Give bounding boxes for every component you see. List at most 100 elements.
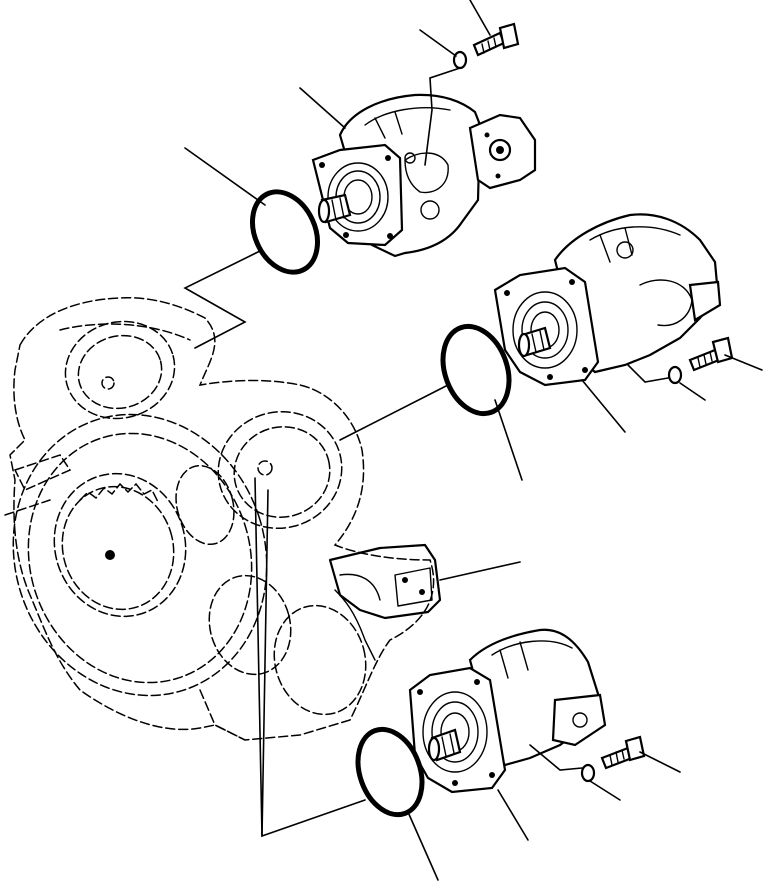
housing-top-edge	[59, 323, 191, 341]
pump-middle-rib-2	[599, 227, 633, 263]
main-housing	[4, 296, 435, 741]
pump-upper-shaft-splines	[331, 197, 345, 221]
valve-block-neck	[334, 589, 376, 661]
housing-flange-outer	[12, 413, 268, 697]
leader-o-ring-upper	[184, 147, 266, 206]
o-rings	[250, 189, 512, 818]
pump-upper-flange-bolt-1	[319, 162, 325, 168]
housing-outline	[9, 296, 435, 741]
alignment-middle	[627, 364, 669, 383]
pump-middle-boss	[616, 241, 634, 259]
alignment-lower	[529, 744, 583, 771]
pump-middle-shaft-splines	[531, 330, 545, 353]
pump-lower-rib-2	[499, 641, 529, 679]
pump-upper-flange-bolt-2	[385, 155, 391, 161]
pump-upper-ear-hole-a	[484, 132, 490, 138]
pump-middle-ear	[688, 280, 722, 322]
housing-gear-inner	[61, 485, 175, 611]
valve-block-face	[394, 567, 433, 607]
bolt-middle	[688, 336, 734, 372]
pump-middle-flange-bolt-4	[582, 367, 588, 373]
housing-base-edge	[199, 689, 246, 741]
alignment-upper	[424, 67, 461, 166]
alignment-lower-housing	[254, 477, 366, 838]
leader-pump-middle	[581, 379, 626, 433]
o-ring-upper	[250, 189, 320, 275]
pump-middle	[493, 213, 722, 387]
pump-lower-pilot-1	[422, 691, 488, 773]
housing-bore-upper-inner	[77, 334, 163, 410]
pump-upper-flange-bolt-4	[387, 233, 393, 239]
pump-lower-flange-bolt-4	[489, 772, 495, 778]
alignment-lower-housing-2	[261, 489, 269, 837]
pump-upper-side-port	[404, 152, 449, 194]
housing-bore-lower	[208, 574, 292, 676]
washer-middle	[667, 365, 683, 385]
leader-o-ring-middle	[494, 399, 523, 481]
valve-block-body	[328, 543, 442, 620]
alignment-middle-housing	[339, 384, 449, 441]
pump-upper-ear-hole-b	[495, 173, 501, 179]
pump-middle-flange-bolt-2	[569, 279, 575, 285]
bolt-lower	[600, 735, 646, 770]
pump-middle-flange-bolt-3	[547, 374, 553, 380]
housing-gear-teeth	[79, 482, 159, 503]
alignment-upper-housing	[183, 249, 263, 349]
pump-middle-flange-bolt-1	[504, 290, 510, 296]
pump-upper-pilot-1	[327, 162, 389, 232]
pump-middle-pilot-2	[521, 301, 569, 359]
pump-lower-flange-bolt-1	[417, 689, 423, 695]
leader-pump-upper	[299, 87, 346, 129]
housing-gear-outer	[53, 472, 187, 618]
pump-lower-ear-port	[572, 712, 588, 728]
housing-bore-lower-right	[273, 604, 367, 716]
leader-washer-upper	[419, 29, 457, 57]
leader-pump-lower	[497, 789, 529, 841]
mounted-valve-block	[328, 543, 442, 661]
pump-lower-flange-bolt-3	[452, 780, 458, 786]
pump-upper-side-boss	[420, 200, 440, 220]
pump-lower	[408, 628, 607, 794]
pump-lower-rib-1	[491, 640, 573, 656]
bolt-upper	[472, 22, 520, 57]
pump-upper-rib-1	[364, 107, 451, 126]
pump-middle-pilot-1	[512, 291, 578, 369]
leader-lines	[183, 0, 763, 881]
housing-bore-right	[217, 410, 343, 530]
leader-o-ring-lower	[407, 811, 439, 881]
valve-bolt-b	[419, 589, 425, 595]
pump-middle-shaft-end	[517, 332, 531, 358]
pump-upper-shaft-end	[317, 198, 331, 224]
leader-bolt-lower	[639, 751, 681, 773]
leader-washer-middle	[679, 382, 706, 401]
housing-bolt-hole-2	[257, 460, 273, 476]
housing-rib-left	[13, 454, 72, 491]
fasteners	[452, 22, 734, 783]
pump-upper	[311, 93, 537, 258]
pump-lower-shaft-splines	[441, 733, 455, 757]
leader-bolt-middle	[724, 354, 763, 371]
pump-upper-ear-port-center	[496, 146, 504, 154]
pump-upper-rib-2	[374, 111, 403, 139]
housing-rib-line	[4, 499, 51, 516]
pump-lower-flange-bolt-2	[474, 679, 480, 685]
pump-lower-pilot-2	[431, 701, 479, 763]
washer-upper	[452, 50, 468, 70]
pump-middle-rib-1	[589, 226, 681, 241]
washer-lower	[580, 763, 596, 783]
housing-bore-right-inner	[233, 426, 331, 518]
pump-lower-ear	[551, 693, 607, 747]
pump-upper-flange-bolt-3	[343, 232, 349, 238]
pump-lower-shaft-end	[427, 736, 441, 762]
housing-bolt-hole-1	[101, 376, 115, 390]
valve-block-curve	[339, 573, 381, 601]
o-ring-lower	[355, 726, 425, 818]
housing-shaft-center	[105, 550, 115, 560]
housing-flange-inner	[27, 432, 253, 684]
leader-valve-block	[439, 561, 521, 581]
o-ring-middle	[440, 323, 512, 417]
pump-middle-body	[553, 213, 720, 374]
leader-washer-lower	[589, 780, 621, 801]
